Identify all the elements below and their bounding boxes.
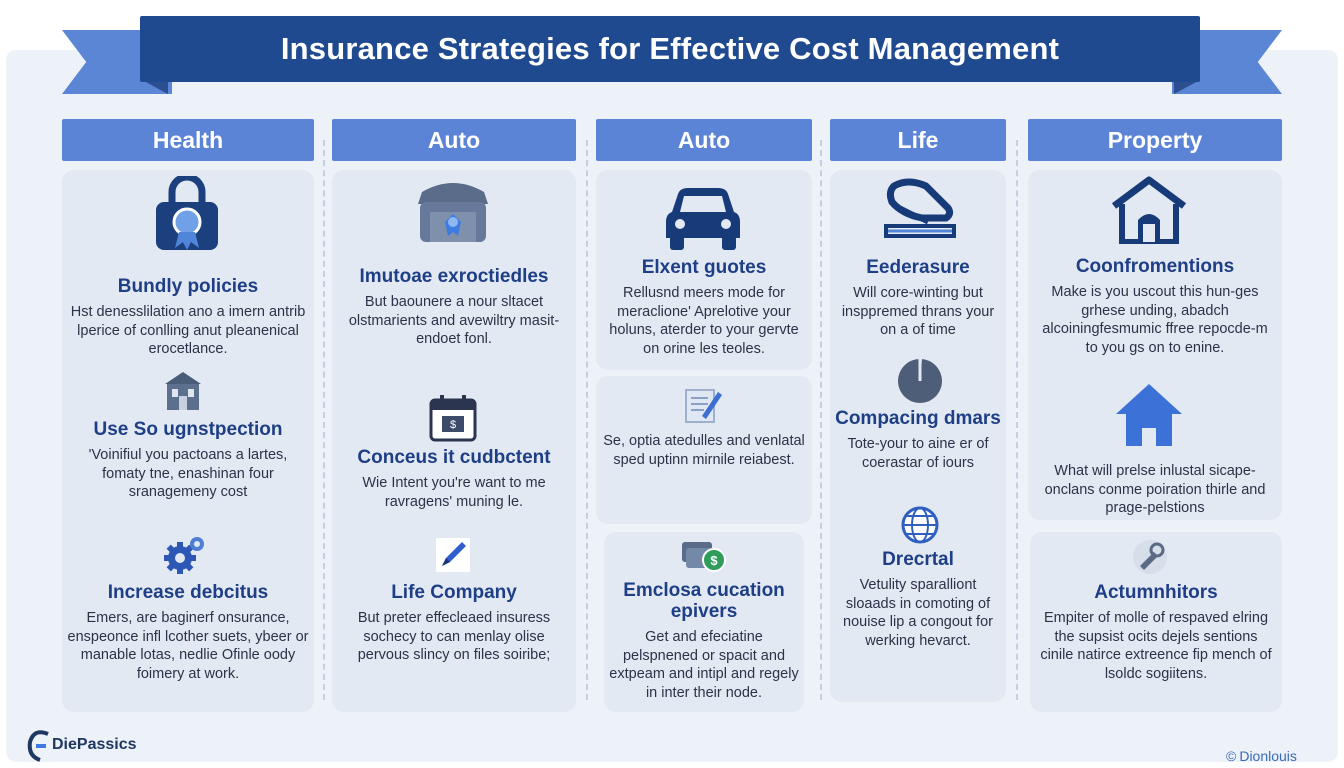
section-text: Wie Intent you're want to me ravragens' … (362, 475, 546, 510)
gears-icon (162, 534, 206, 581)
footer-credit-text: Dionlouis (1239, 748, 1297, 764)
section-text: Vetulity sparalliont sloaads in comoting… (843, 577, 993, 649)
section-heading: Imutoae exroctiedles (359, 266, 549, 287)
section-text: Emers, are baginerf onsurance, enspeonce… (67, 610, 309, 682)
section-heading: Coonfromentions (1075, 256, 1235, 277)
section-auto2-3: Emclosa cucation epivers Get and efeciat… (608, 580, 800, 702)
section-heading: Increase debcitus (107, 582, 269, 603)
column-header-auto-2: Auto (596, 119, 812, 161)
pie-icon (896, 357, 944, 410)
section-text: 'Voinifiul you pactoans a lartes, fomaty… (88, 447, 288, 500)
credit-icon: © (1226, 748, 1237, 764)
section-text: Will core-winting but insppremed thrans … (841, 285, 995, 338)
section-heading: Compacing dmars (835, 408, 1001, 429)
section-heading: Eederasure (866, 257, 970, 278)
pen-icon (436, 538, 470, 577)
garage-award-icon (414, 178, 492, 259)
section-health-2: Use So ugnstpection 'Voinifiul you pacto… (70, 419, 306, 502)
title-banner: Insurance Strategies for Effective Cost … (140, 16, 1200, 82)
section-health-1: Bundly policies Hst denesslilation ano a… (70, 276, 306, 359)
section-life-2: Compacing dmars Tote-your to aine er of … (834, 408, 1002, 472)
house-door-icon (1110, 176, 1188, 249)
section-health-3: Increase debcitus Emers, are baginerf on… (66, 582, 310, 683)
section-property-2: What will prelse inlustal sicape-onclans… (1036, 456, 1274, 518)
section-text: But preter effecleaed insuress sochecy t… (357, 610, 551, 663)
shield-wave-icon (882, 178, 958, 249)
section-text: Get and efeciatine pelspnened or spacit … (609, 629, 799, 701)
column-header-life: Life (830, 119, 1006, 161)
car-icon (664, 186, 742, 257)
section-text: But baounere a nour sltacet olstmarients… (348, 294, 560, 347)
section-text: Empiter of molle of respaved elring the … (1040, 610, 1272, 682)
card-health (62, 170, 314, 712)
document-pen-icon (684, 386, 724, 429)
calendar-icon: $ (428, 394, 478, 447)
column-divider (1016, 140, 1018, 700)
section-auto2-1: Elxent guotes Rellusnd meers mode for me… (600, 257, 808, 358)
section-property-1: Coonfromentions Make is you uscout this … (1036, 256, 1274, 357)
column-header-health: Health (62, 119, 314, 161)
section-text: Tote-your to aine er of coerastar of iou… (847, 436, 989, 471)
section-auto2-2: Se, optia atedulles and venlatal sped up… (600, 426, 808, 469)
page-title: Insurance Strategies for Effective Cost … (280, 31, 1060, 66)
section-life-3: Drecrtal Vetulity sparalliont sloaads in… (834, 549, 1002, 650)
section-heading: Life Company (391, 582, 517, 603)
section-text: Make is you uscout this hun-ges grhese u… (1042, 284, 1268, 356)
column-header-auto-1: Auto (332, 119, 576, 161)
section-text: What will prelse inlustal sicape-onclans… (1044, 463, 1266, 516)
section-life-1: Eederasure Will core-winting but insppre… (834, 257, 1002, 340)
section-auto1-1: Imutoae exroctiedles But baounere a nour… (338, 266, 570, 349)
money-icon: $ (680, 538, 728, 579)
house-icon (1114, 382, 1184, 453)
footer-credit: © Dionlouis (1226, 748, 1297, 764)
section-auto1-3: Life Company But preter effecleaed insur… (338, 582, 570, 665)
lock-badge-icon (154, 173, 220, 259)
section-heading: Elxent guotes (641, 257, 767, 278)
column-divider (586, 140, 588, 700)
column-divider (323, 140, 325, 700)
section-text: Rellusnd meers mode for meraclione' Apre… (609, 285, 799, 357)
section-heading: Bundly policies (117, 276, 259, 297)
section-heading: Actumnhitors (1094, 582, 1218, 603)
column-header-property: Property (1028, 119, 1282, 161)
section-text: Hst denesslilation ano a imern antrib lp… (70, 304, 306, 357)
section-heading: Conceus it cudbctent (357, 447, 551, 468)
footer-logo: DiePassics (26, 728, 137, 762)
section-text: Se, optia atedulles and venlatal sped up… (603, 433, 805, 468)
section-heading: Drecrtal (882, 549, 954, 570)
section-property-3: Actumnhitors Empiter of molle of respave… (1036, 582, 1276, 683)
section-heading: Use So ugnstpection (93, 419, 283, 440)
svg-text:$: $ (710, 553, 718, 568)
globe-icon (900, 505, 940, 550)
logo-mark-icon (27, 730, 49, 762)
section-auto1-2: Conceus it cudbctent Wie Intent you're w… (336, 447, 572, 511)
card-life (830, 170, 1006, 702)
building-icon (163, 370, 203, 417)
tools-icon (1130, 538, 1170, 581)
footer-logo-text: DiePassics (52, 736, 137, 753)
column-divider (820, 140, 822, 700)
svg-text:$: $ (450, 419, 456, 431)
section-heading: Emclosa cucation epivers (623, 580, 785, 622)
